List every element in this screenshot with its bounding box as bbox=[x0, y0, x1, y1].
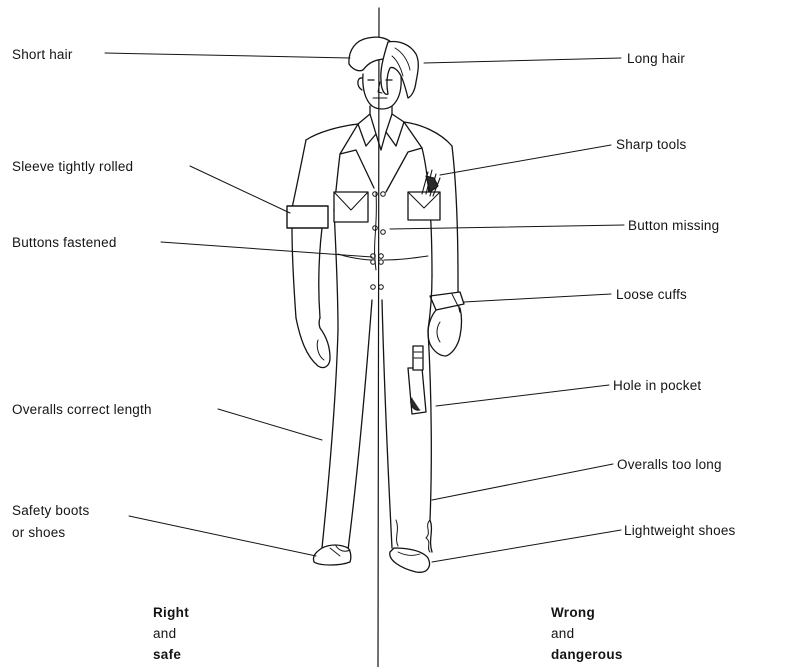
label-safety-boots: Safety boots bbox=[12, 502, 89, 519]
divider-line bbox=[378, 8, 379, 667]
label-long-hair: Long hair bbox=[627, 50, 685, 67]
caption-right-safe: safe bbox=[153, 644, 189, 665]
overalls bbox=[287, 114, 464, 552]
lightweight-shoe bbox=[390, 548, 430, 572]
label-or-shoes: or shoes bbox=[12, 524, 65, 541]
rolled-sleeve-band bbox=[287, 206, 328, 228]
left-pocket bbox=[334, 192, 368, 222]
caption-wrong-and-dangerous: Wrong and dangerous bbox=[551, 602, 623, 665]
head bbox=[349, 37, 418, 116]
label-loose-cuffs: Loose cuffs bbox=[616, 286, 687, 303]
label-buttons-fastened: Buttons fastened bbox=[12, 234, 117, 251]
long-hair bbox=[381, 42, 419, 99]
pocket-tool bbox=[408, 346, 426, 414]
label-button-missing: Button missing bbox=[628, 217, 719, 234]
label-sleeve-tightly-rolled: Sleeve tightly rolled bbox=[12, 158, 133, 175]
safety-boot bbox=[313, 545, 350, 565]
caption-right-word: Right bbox=[153, 602, 189, 623]
label-lightweight-shoes: Lightweight shoes bbox=[624, 522, 735, 539]
caption-wrong-dangerous: dangerous bbox=[551, 644, 623, 665]
label-hole-in-pocket: Hole in pocket bbox=[613, 377, 701, 394]
caption-right-and-safe: Right and safe bbox=[153, 602, 189, 665]
caption-wrong-and: and bbox=[551, 623, 623, 644]
label-overalls-correct-length: Overalls correct length bbox=[12, 401, 152, 418]
label-sharp-tools: Sharp tools bbox=[616, 136, 687, 153]
label-short-hair: Short hair bbox=[12, 46, 73, 63]
label-overalls-too-long: Overalls too long bbox=[617, 456, 722, 473]
caption-wrong-word: Wrong bbox=[551, 602, 623, 623]
caption-right-and: and bbox=[153, 623, 189, 644]
